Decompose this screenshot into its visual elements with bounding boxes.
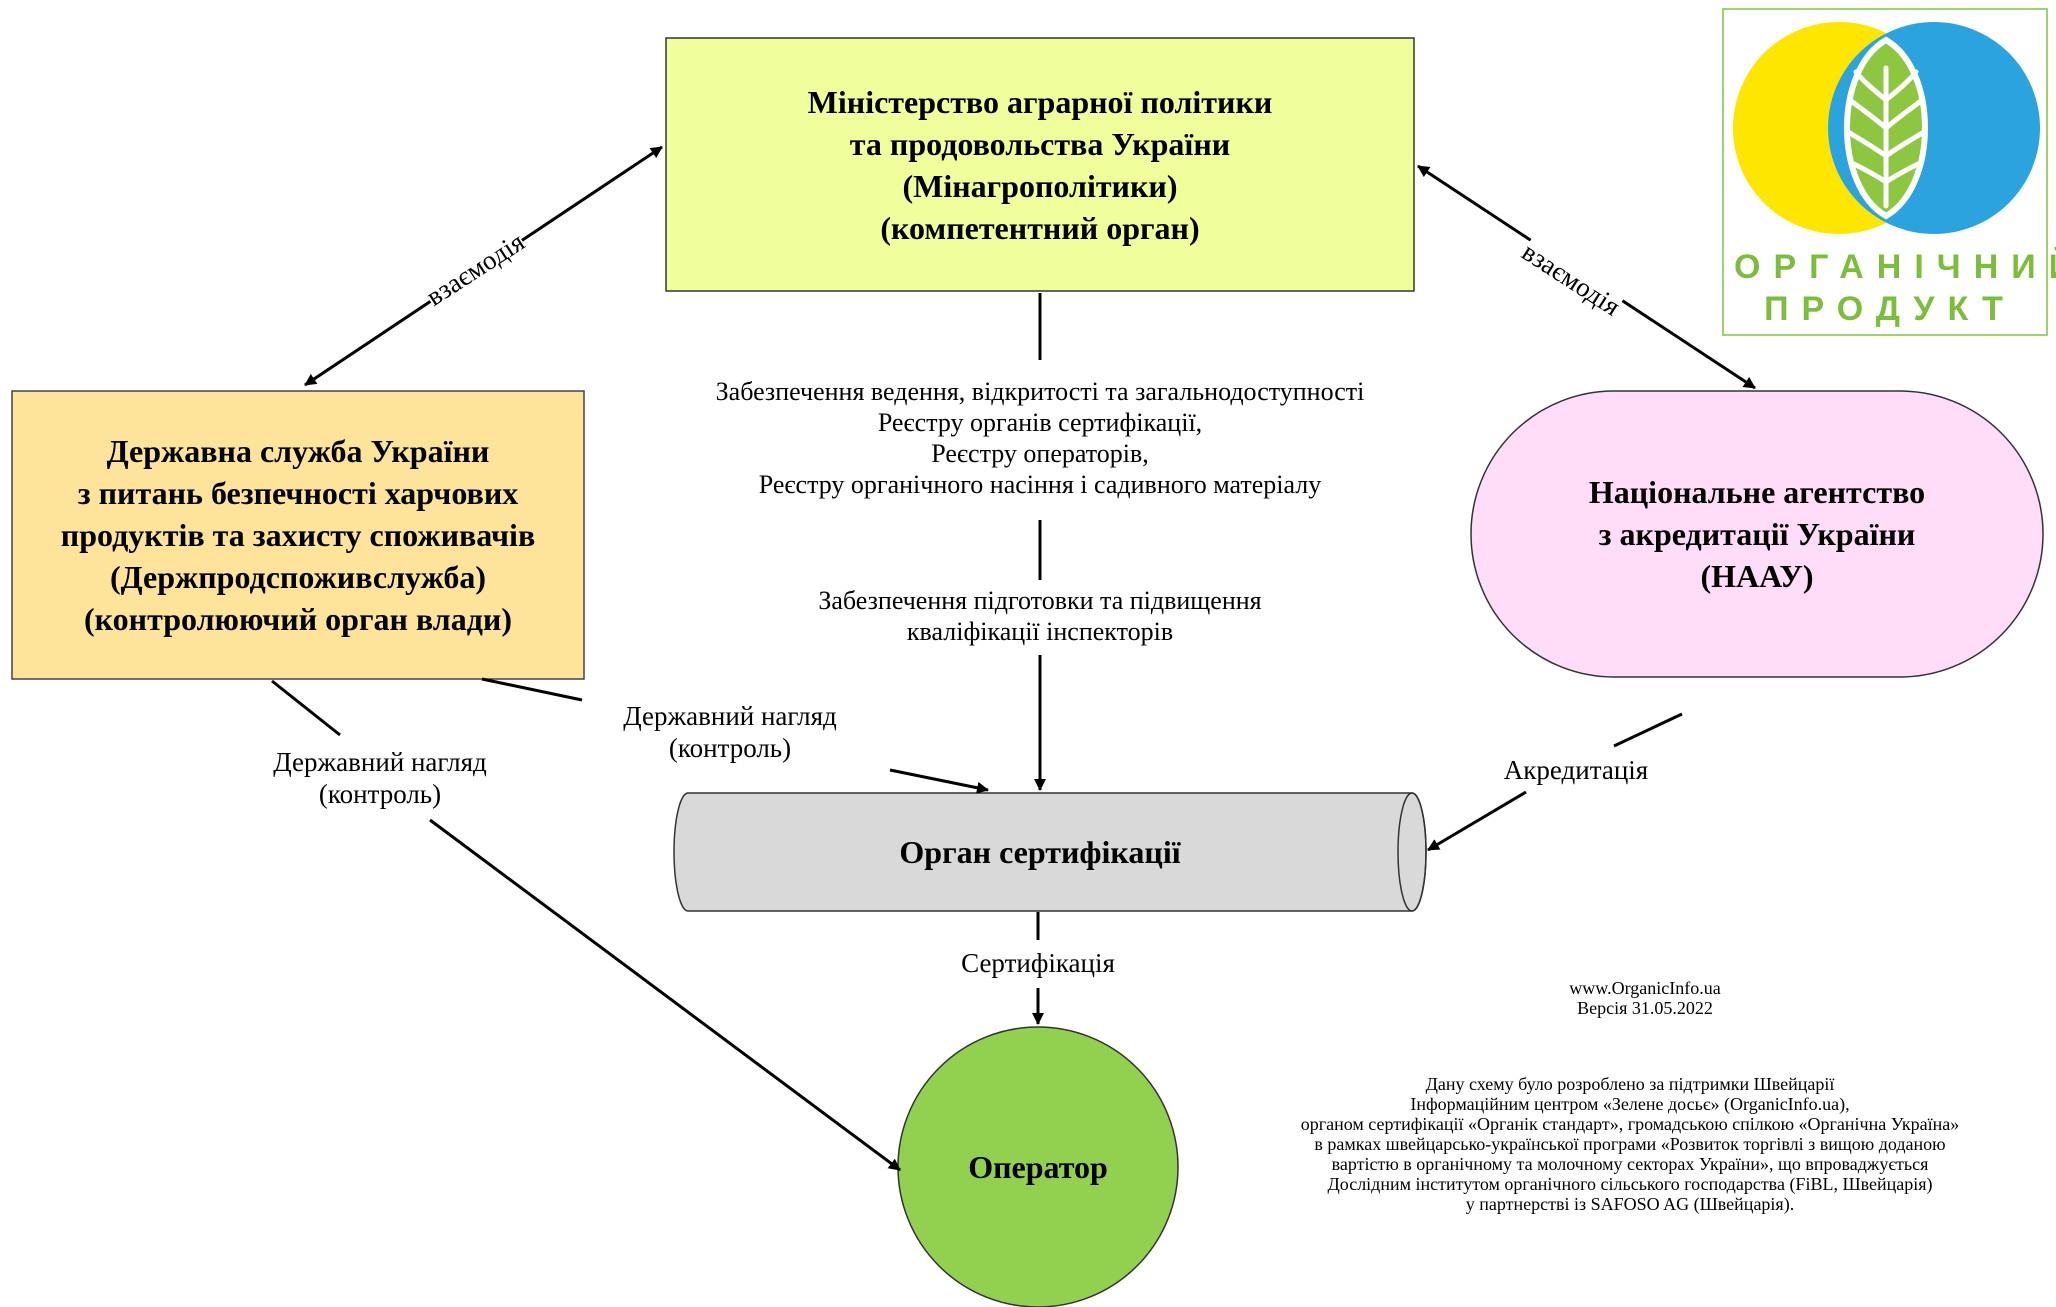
accreditation-arrow — [1427, 790, 1527, 852]
supervision-left-arrow — [429, 818, 901, 1172]
state-service-box — [11, 390, 585, 680]
certification-body-cylinder — [673, 792, 1427, 912]
certification-body-title: Орган сертифікації — [899, 834, 1181, 870]
site-version-text: www.OrganicInfo.ua Версія 31.05.2022 — [1569, 978, 1721, 1018]
supervision-left-connector — [271, 679, 341, 737]
naau-title: Національне агентство з акредитації Укра… — [1588, 474, 1926, 594]
logo-text: ОРГАНІЧНИЙ ПРОДУКТ — [1734, 248, 2056, 328]
supervision-center-label: Державний нагляд (контроль) — [623, 701, 837, 763]
operator-title: Оператор — [968, 1149, 1108, 1185]
registry-label: Забезпечення ведення, відкритості та заг… — [715, 377, 1365, 499]
supervision-center-connector — [481, 677, 583, 702]
certification-label: Сертифікація — [961, 948, 1115, 978]
ministry-box — [665, 37, 1415, 292]
credits-text: Дану схему було розроблено за підтримки … — [1300, 1074, 1960, 1214]
state-service-title: Державна служба України з питань безпечн… — [60, 433, 536, 637]
training-label: Забезпечення підготовки та підвищення кв… — [818, 586, 1262, 646]
accreditation-label: Акредитація — [1503, 755, 1649, 785]
supervision-left-label: Державний нагляд (контроль) — [273, 747, 487, 809]
leaf-logo-icon — [1733, 22, 2040, 234]
naau-box — [1470, 390, 2044, 678]
accreditation-connector — [1613, 712, 1683, 748]
organic-product-logo: ОРГАНІЧНИЙ ПРОДУКТ — [1722, 8, 2056, 336]
ministry-title: Міністерство аграрної політики та продов… — [807, 83, 1273, 246]
supervision-center-arrow — [889, 768, 989, 794]
